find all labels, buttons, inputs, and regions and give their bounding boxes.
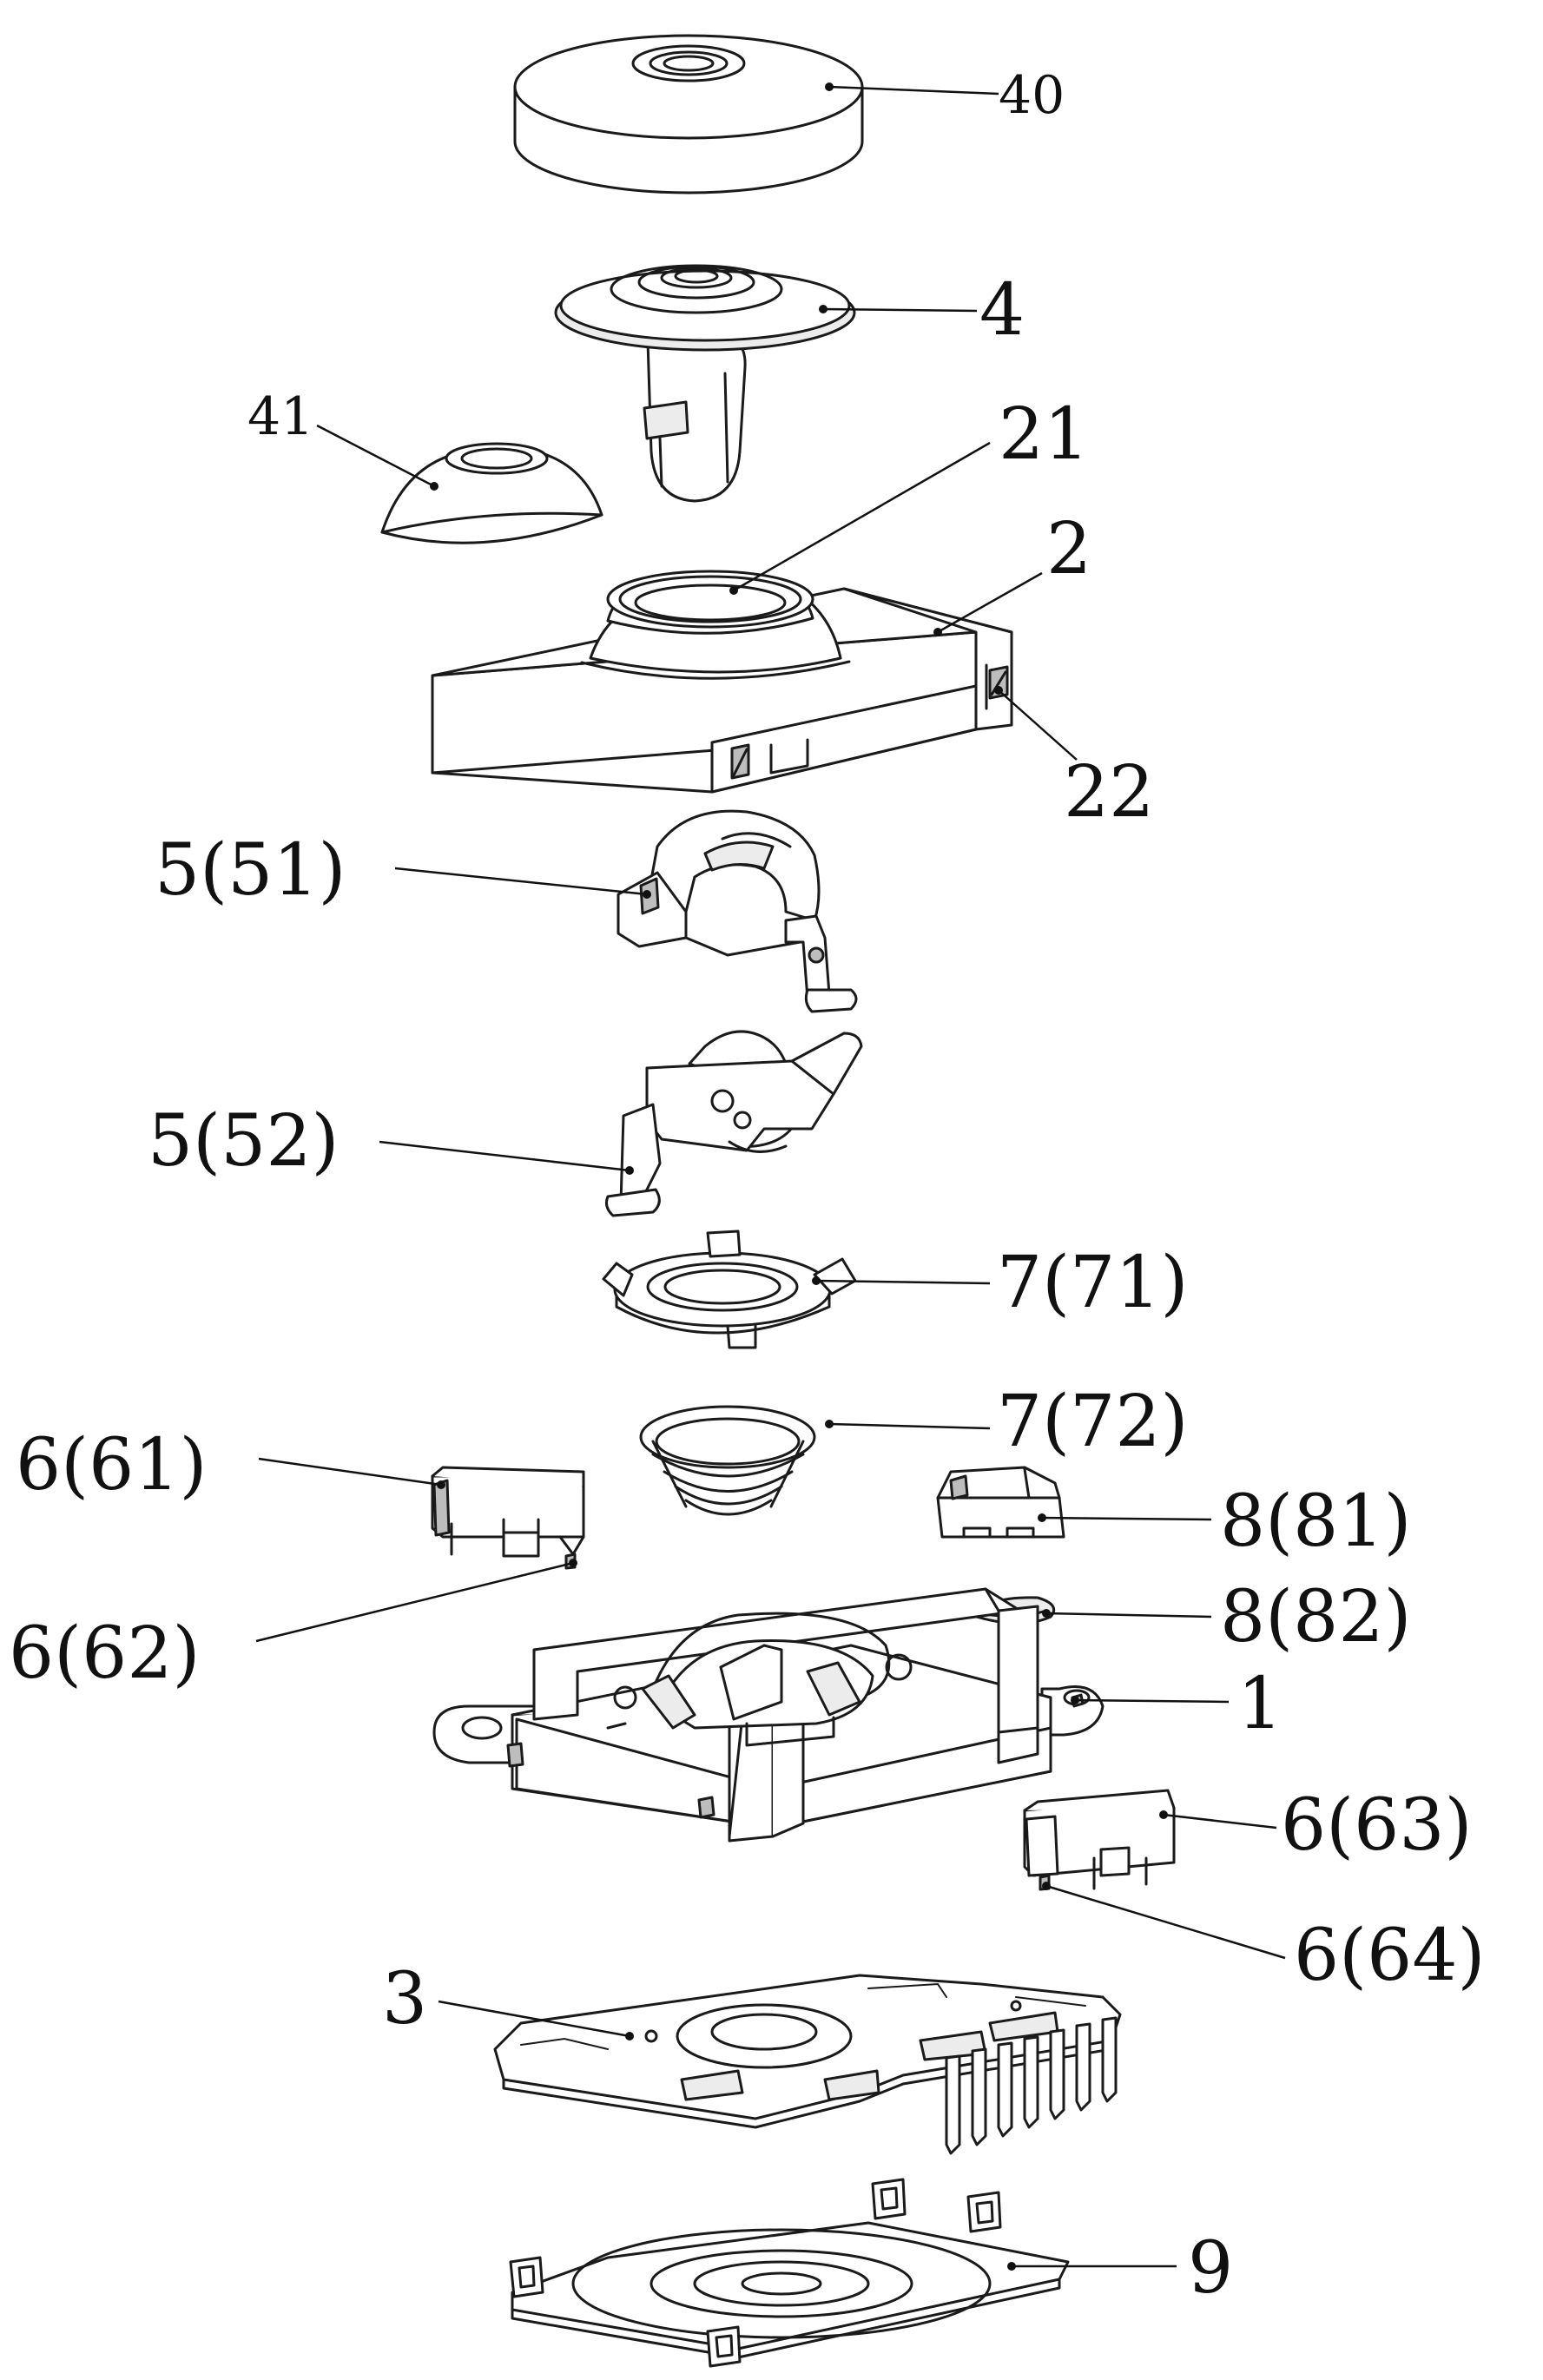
part-8-81-sensor-right bbox=[938, 1467, 1064, 1537]
part-2-housing bbox=[432, 571, 1012, 792]
part-1-base-frame bbox=[434, 1589, 1103, 1841]
label-5-51: 5(51) bbox=[155, 829, 346, 912]
label-9: 9 bbox=[1188, 2227, 1233, 2310]
label-7-72: 7(72) bbox=[997, 1381, 1189, 1463]
label-6-62: 6(62) bbox=[9, 1612, 201, 1695]
part-9-bottom-plate bbox=[511, 2179, 1068, 2366]
part-40-knob-cap bbox=[515, 36, 862, 193]
part-5-51-upper-yoke bbox=[618, 811, 856, 1012]
label-2: 2 bbox=[1046, 508, 1091, 590]
leader-lines bbox=[256, 82, 1285, 2271]
label-8-81: 8(81) bbox=[1220, 1480, 1412, 1563]
part-4-actuator bbox=[556, 266, 854, 501]
label-6-64: 6(64) bbox=[1294, 1915, 1486, 1997]
label-6-61: 6(61) bbox=[16, 1424, 208, 1506]
label-40: 40 bbox=[999, 65, 1065, 126]
part-6-63-sensor-lower bbox=[1025, 1790, 1174, 1889]
part-6-61-sensor-left bbox=[432, 1467, 584, 1568]
part-7-72-spring bbox=[641, 1407, 814, 1514]
part-3-circuit-board bbox=[495, 1975, 1120, 2153]
label-7-71: 7(71) bbox=[997, 1242, 1189, 1324]
label-21: 21 bbox=[999, 393, 1089, 476]
label-4: 4 bbox=[979, 269, 1025, 352]
label-6-63: 6(63) bbox=[1281, 1784, 1473, 1867]
part-5-52-lower-yoke bbox=[606, 1032, 861, 1216]
part-41-dome-cover bbox=[382, 444, 602, 543]
part-labels: 40 4 41 21 2 22 5(51) 5(52) 7(71) 7(72) … bbox=[9, 65, 1486, 2310]
label-3: 3 bbox=[382, 1958, 427, 2040]
label-1: 1 bbox=[1237, 1663, 1283, 1745]
label-8-82: 8(82) bbox=[1220, 1576, 1412, 1658]
label-5-52: 5(52) bbox=[148, 1100, 340, 1183]
label-41: 41 bbox=[247, 386, 313, 447]
label-22: 22 bbox=[1064, 751, 1154, 834]
part-7-71-ring bbox=[603, 1231, 855, 1348]
